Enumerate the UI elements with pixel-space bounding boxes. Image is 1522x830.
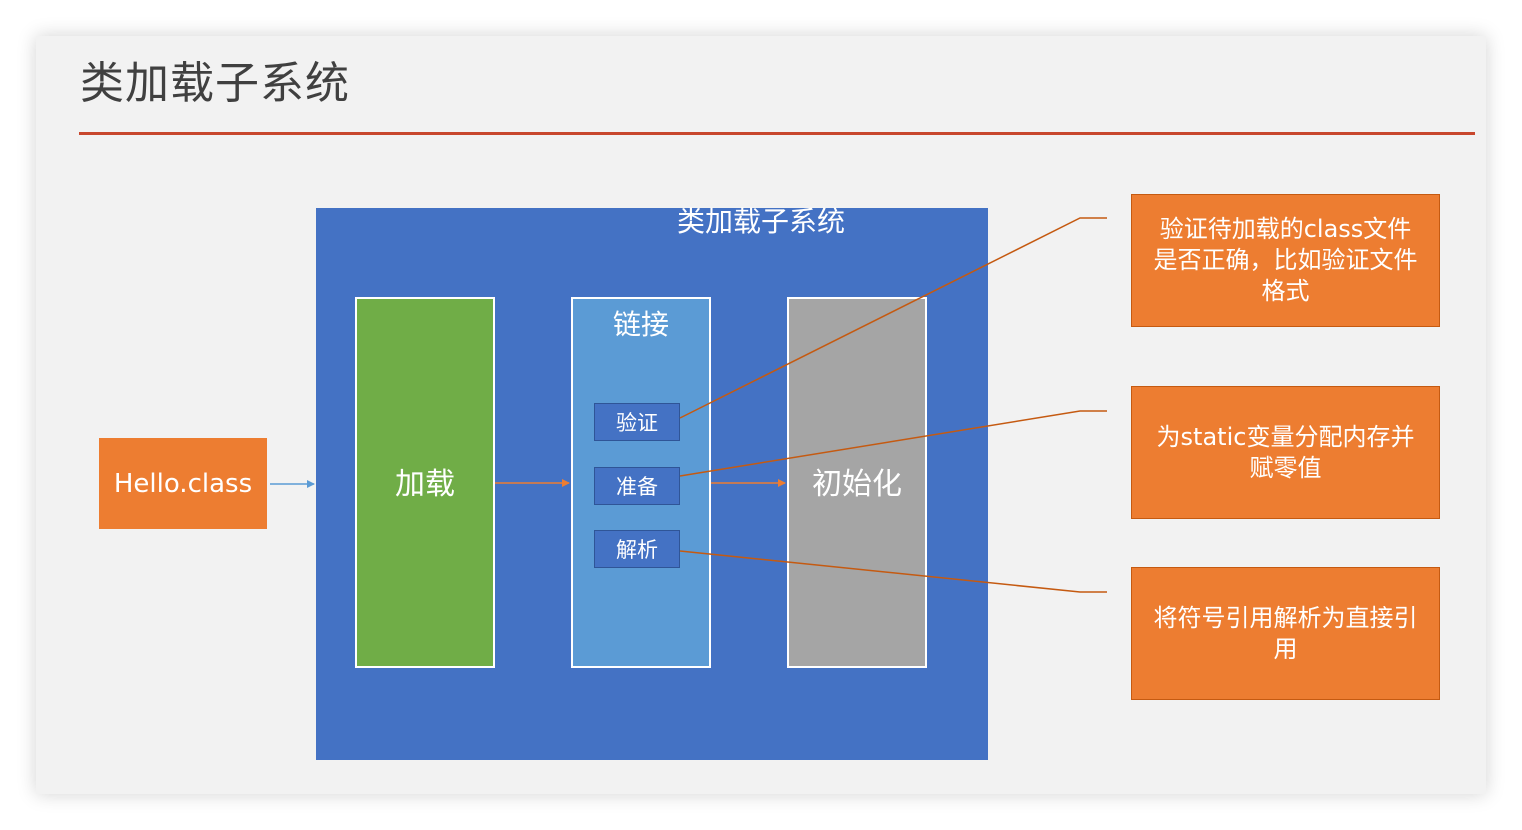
link-step-verify: 验证: [594, 403, 680, 441]
note-resolve: 将符号引用解析为直接引用: [1131, 567, 1440, 700]
stage-load-label: 加载: [395, 467, 455, 502]
title-divider: [79, 132, 1475, 135]
slide: 类加载子系统 Hello.class 类加载子系统 加载 链接 初始化 验证 准…: [36, 36, 1486, 794]
link-step-prepare: 准备: [594, 467, 680, 505]
stage-load: 加载: [355, 297, 495, 668]
note-prepare: 为static变量分配内存并赋零值: [1131, 386, 1440, 519]
stage-link-label: 链接: [612, 308, 669, 341]
stage-init-label: 初始化: [812, 467, 902, 502]
link-step-resolve: 解析: [594, 530, 680, 568]
slide-title: 类加载子系统: [80, 58, 350, 109]
stage-init: 初始化: [787, 297, 927, 668]
note-verify: 验证待加载的class文件是否正确，比如验证文件格式: [1131, 194, 1440, 327]
hello-class-box: Hello.class: [99, 438, 267, 529]
